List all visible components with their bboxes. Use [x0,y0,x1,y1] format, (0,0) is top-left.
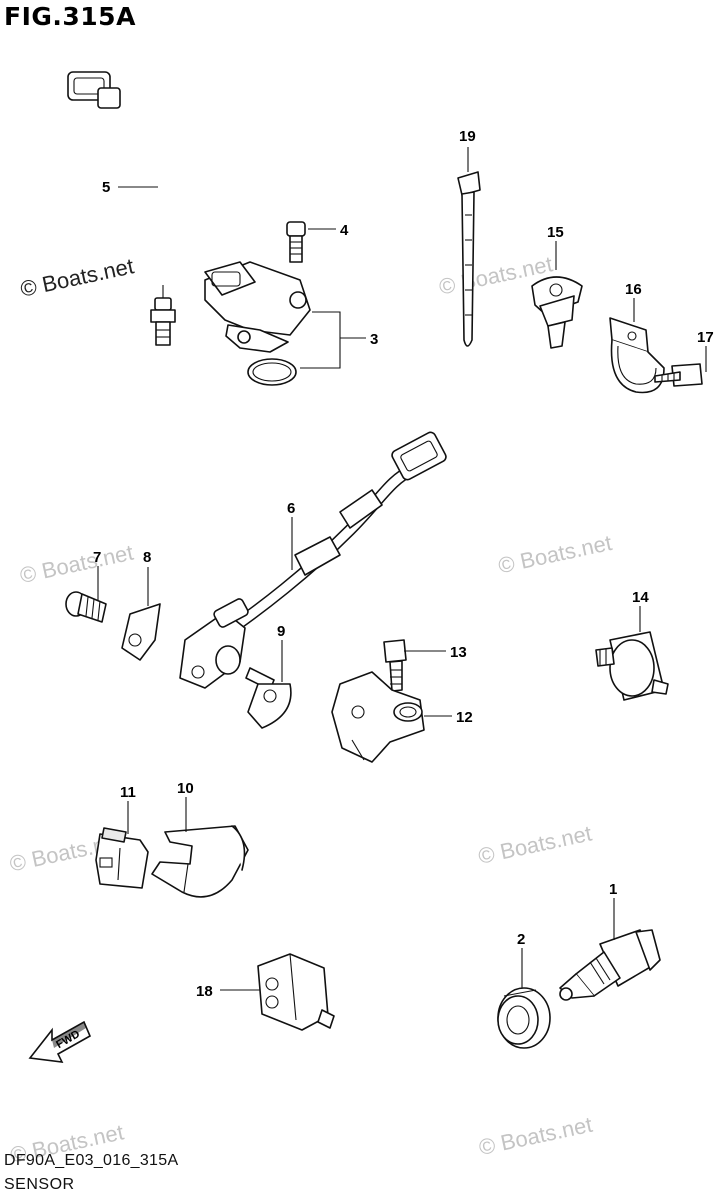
callout-10: 10 [177,780,194,797]
part-16-clamp [609,317,665,394]
part-10-cover [151,825,249,898]
callout-18: 18 [196,983,213,1000]
part-1-temp-sensor [559,929,661,1001]
callout-15: 15 [547,224,564,241]
part-5-sensor-lead [67,71,176,346]
part-9-shim [245,667,292,729]
watermark-text: © Boats.net [476,821,594,869]
callout-11: 11 [120,784,136,801]
part-12-sensor [331,671,425,763]
part-4-bolt [286,221,306,263]
watermark-text: © Boats.net [477,1112,595,1160]
callout-17: 17 [697,329,714,346]
callout-9: 9 [277,623,285,640]
callout-2: 2 [517,931,525,948]
part-18-rubber-mount [257,953,335,1031]
watermark-text: © Boats.net [18,253,136,301]
fwd-arrow: FWD [28,1020,92,1063]
part-15-clip [531,276,583,349]
part-8-shim [121,603,161,661]
callout-13: 13 [450,644,467,661]
callout-3: 3 [370,331,378,348]
part-6-position-sensor [179,431,447,689]
callout-5: 5 [102,179,110,196]
callout-6: 6 [287,500,295,517]
part-19-cable-tie [457,171,481,347]
part-7-bolt [65,591,107,623]
part-3-map-sensor [204,261,311,386]
part-2-grommet [497,987,551,1049]
callout-4: 4 [340,222,349,239]
figure-title: FIG.315A [4,2,136,31]
part-13-bolt [383,639,407,692]
leader-lines [97,147,707,991]
callout-19: 19 [459,128,476,145]
part-14-knock-sensor [595,631,669,701]
part-11-grommet [95,827,149,889]
part-17-bolt [654,363,703,387]
figure-code: DF90A_E03_016_315A [4,1152,179,1169]
watermark-text: © Boats.net [496,530,614,578]
callout-1: 1 [609,881,617,898]
callout-numbers: 5 4 3 19 15 16 17 6 7 8 9 14 13 12 10 11… [93,128,714,1000]
callout-16: 16 [625,281,642,298]
figure-subtitle: SENSOR [4,1176,75,1193]
callout-14: 14 [632,589,649,606]
callout-8: 8 [143,549,151,566]
callout-7: 7 [93,549,101,566]
callout-12: 12 [456,709,473,726]
watermark-text: © Boats.net [18,540,136,588]
